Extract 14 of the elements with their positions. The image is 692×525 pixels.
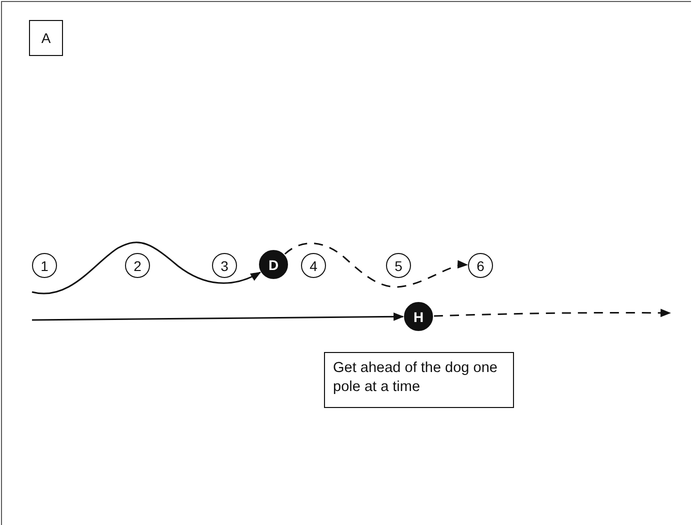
pole-circle: 1: [32, 253, 57, 278]
path-arrow: [434, 308, 672, 318]
handler-marker: H: [404, 302, 433, 331]
dog-marker: D: [259, 250, 288, 279]
pole-circle: 3: [212, 253, 237, 278]
pole-circle: 4: [301, 253, 326, 278]
pole-circle: 6: [468, 253, 493, 278]
panel-letter-box: A: [29, 20, 63, 56]
pole-circle: 5: [386, 253, 411, 278]
path-arrow: [32, 312, 404, 321]
arrow: [284, 242, 468, 288]
path-arrow: [32, 242, 262, 294]
note-box: Get ahead of the dog one pole at a time: [324, 352, 514, 408]
pole-circle: 2: [125, 253, 150, 278]
